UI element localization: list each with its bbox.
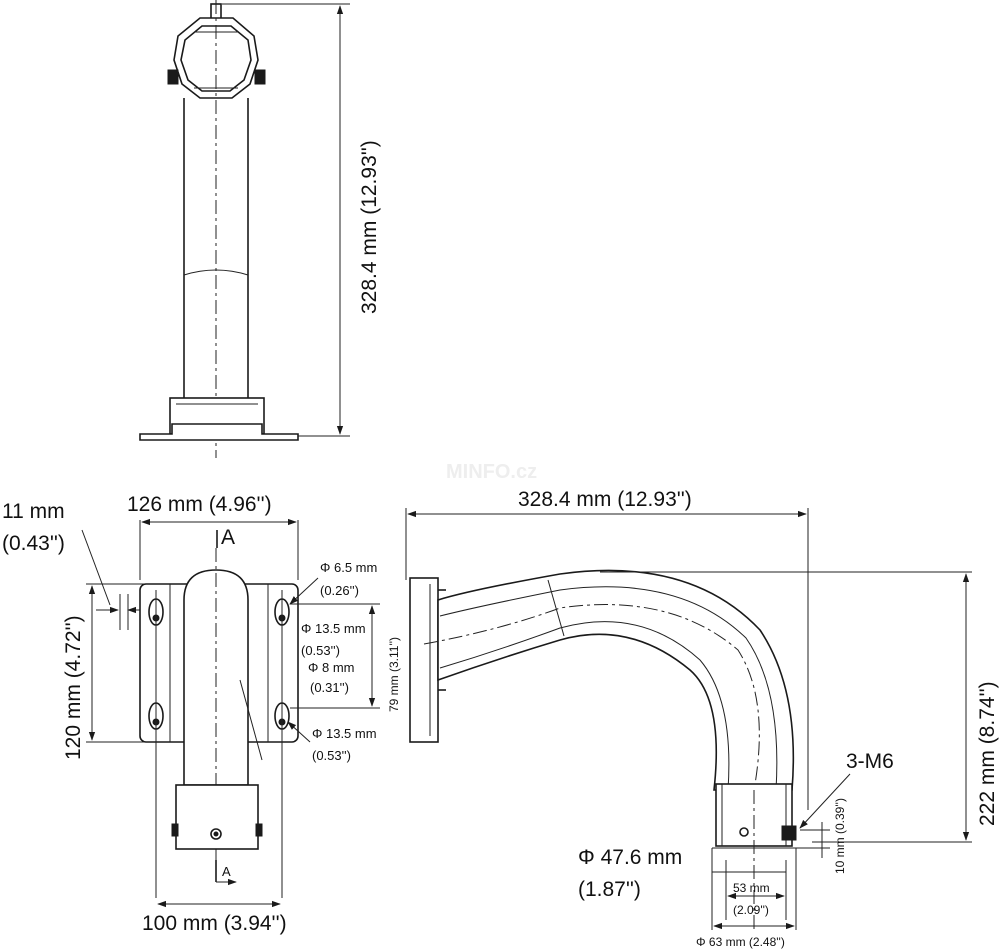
m6-screw [781, 825, 797, 841]
hole-a-in: (0.26'') [320, 583, 359, 598]
thread-label: 3-M6 [846, 750, 894, 773]
hole-c-in: (0.31'') [310, 680, 349, 695]
side-screw-right [254, 69, 266, 85]
hole-d-mm: Φ 13.5 mm [312, 726, 377, 741]
front-width-top-label: 126 mm (4.96'') [127, 493, 272, 516]
section-mark-bottom: A [222, 864, 231, 879]
bracket-head-inner [180, 25, 252, 92]
hole-a-mm: Φ 6.5 mm [320, 560, 377, 575]
profile-view: 328.4 mm (12.93'') 222 mm (8.74'') 3-M6 … [405, 488, 999, 949]
wall-plate [409, 577, 439, 743]
side-screw-left [167, 69, 179, 85]
offset-mm-label: 11 mm [2, 500, 65, 523]
hole-c-mm: Φ 8 mm [308, 660, 354, 675]
front-sleeve [175, 784, 259, 850]
front-width-bottom-label: 100 mm (3.94'') [142, 912, 287, 935]
front-view: 126 mm (4.96'') A 11 mm (0.43'') 120 mm … [2, 493, 401, 935]
inner-width-mm: 53 mm [733, 881, 770, 895]
side-view: 328.4 mm (12.93'') [139, 0, 381, 458]
curved-arm [437, 569, 795, 791]
profile-drop-label: 222 mm (8.74'') [976, 681, 999, 826]
hole-b-in: (0.53'') [301, 643, 340, 658]
base-flange [139, 423, 299, 441]
watermark: MINFO.cz [446, 461, 537, 483]
section-mark-top: A [221, 526, 235, 549]
front-height-label: 120 mm (4.72'') [62, 615, 85, 760]
profile-length-label: 328.4 mm (12.93'') [518, 488, 692, 511]
hole-b-mm: Φ 13.5 mm [301, 621, 366, 636]
inner-width-in: (2.09'') [733, 903, 769, 917]
hole-d-in: (0.53'') [312, 748, 351, 763]
arm-center-line [423, 604, 760, 791]
offset-in-label: (0.43'') [2, 532, 65, 555]
outer-diameter-label: Φ 63 mm (2.48'') [696, 935, 785, 949]
tube-diameter-mm: Φ 47.6 mm [578, 846, 682, 869]
side-height-label: 328.4 mm (12.93'') [358, 140, 381, 314]
tube-diameter-in: (1.87'') [578, 878, 641, 901]
hole-spacing-label: 79 mm (3.11'') [387, 637, 401, 712]
thread-offset-label: 10 mm (0.39'') [833, 798, 847, 874]
